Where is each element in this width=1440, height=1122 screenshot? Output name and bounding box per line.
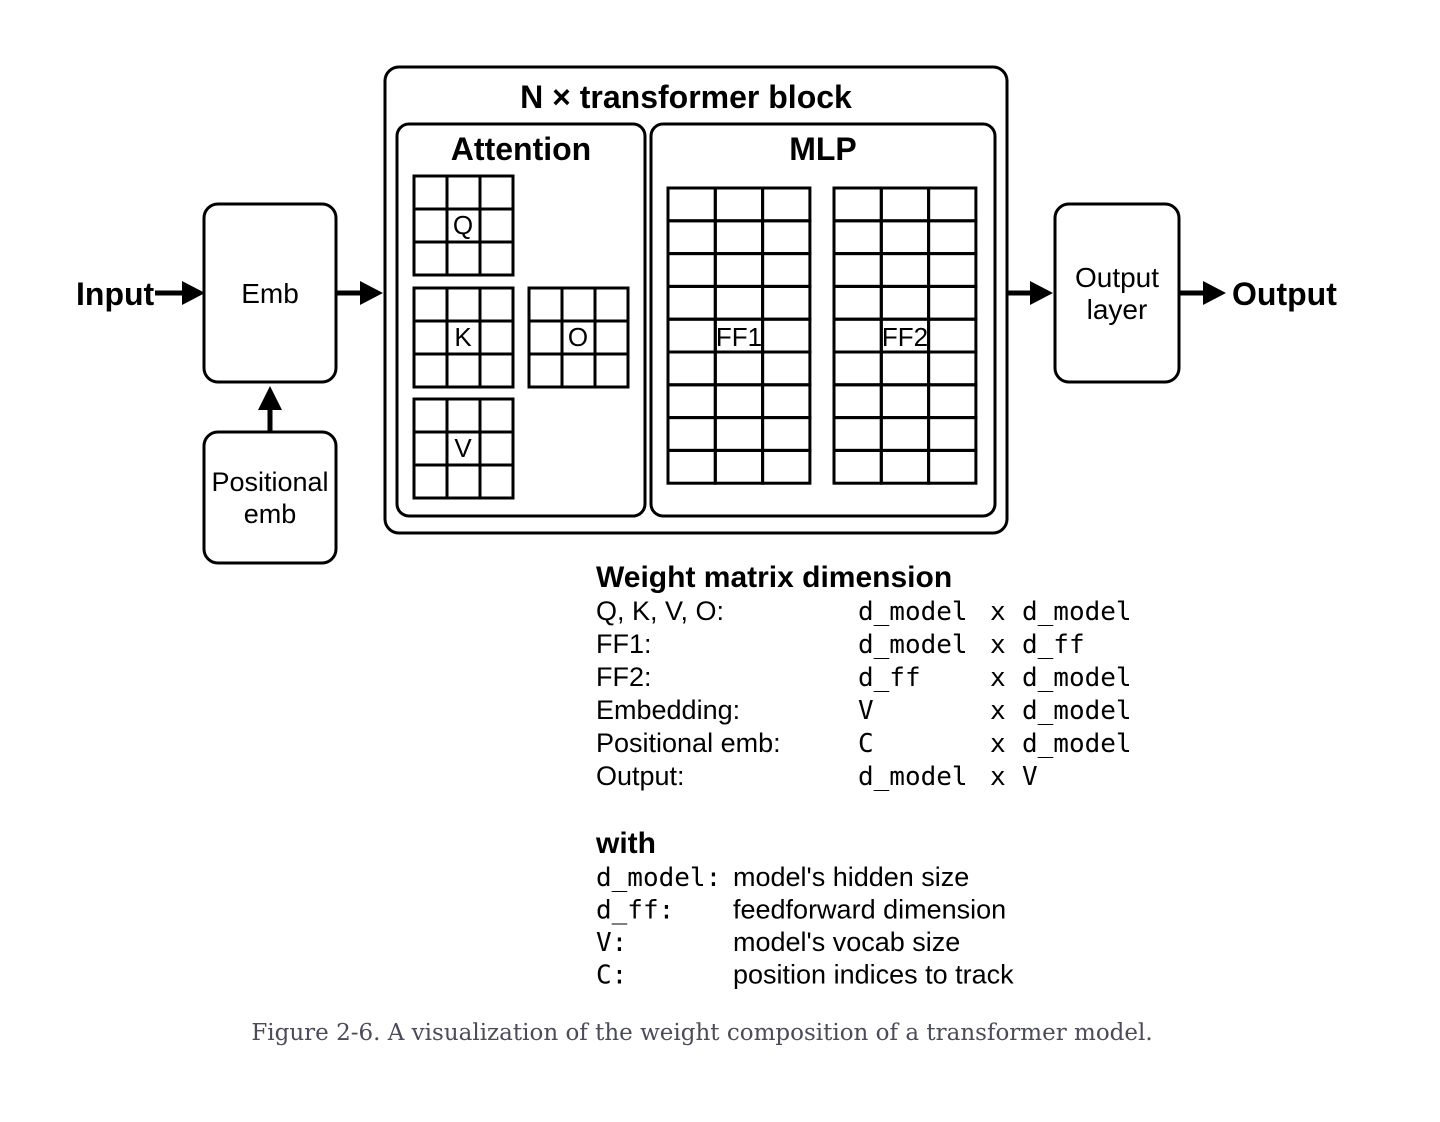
- output-arrowhead: [1203, 281, 1226, 305]
- legend-table: d_model: model's hidden size d_ff: feedforw…: [596, 862, 1014, 991]
- k-label: K: [454, 322, 472, 352]
- matrix-cell: [927, 448, 978, 485]
- matrix-cell: [478, 463, 515, 500]
- emb-label: Emb: [241, 278, 299, 309]
- mlp-title: MLP: [789, 131, 857, 167]
- weights-row-cols-dim: d_model: [1022, 663, 1132, 693]
- weights-row-times: x: [990, 762, 1006, 792]
- positional-emb-label-line2: emb: [244, 499, 297, 529]
- ff1-matrix: [666, 186, 812, 485]
- ff1-label: FF1: [716, 322, 762, 352]
- ff2-label: FF2: [882, 322, 928, 352]
- output-layer-label-line1: Output: [1075, 262, 1159, 293]
- matrix-cell: [761, 448, 812, 485]
- weights-row-name: Embedding:: [596, 695, 740, 725]
- attention-title: Attention: [451, 131, 591, 167]
- legend-meaning: position indices to track: [733, 960, 1014, 990]
- o-matrix: [527, 286, 630, 389]
- weights-row-times: x: [990, 630, 1006, 660]
- weights-row-times: x: [990, 597, 1006, 627]
- legend-meaning: model's vocab size: [733, 927, 960, 957]
- weights-row-cols-dim: d_ff: [1022, 630, 1085, 660]
- ff2-matrix: [832, 186, 978, 485]
- q-matrix: [412, 174, 515, 277]
- figure-caption: Figure 2-6. A visualization of the weigh…: [251, 1020, 1153, 1046]
- legend-symbol: V:: [596, 928, 627, 958]
- legend-symbol: C:: [596, 961, 627, 991]
- weights-row-name: Output:: [596, 761, 685, 791]
- input-arrowhead: [182, 281, 205, 305]
- positional-to-emb-arrowhead: [258, 386, 282, 410]
- weights-title: Weight matrix dimension: [596, 561, 952, 594]
- weights-row-cols-dim: d_model: [1022, 696, 1132, 726]
- weights-row-times: x: [990, 696, 1006, 726]
- matrix-cell: [593, 352, 630, 389]
- output-layer-box: [1053, 202, 1181, 384]
- positional-emb-label-line1: Positional: [211, 467, 328, 497]
- weights-row-name: Q, K, V, O:: [596, 596, 724, 626]
- weights-row-rows-dim: C: [858, 729, 874, 759]
- input-label: Input: [76, 276, 155, 312]
- block-to-output-layer-arrowhead: [1030, 281, 1053, 305]
- weights-row-name: FF1:: [596, 629, 652, 659]
- legend-meaning: model's hidden size: [733, 862, 969, 892]
- legend-meaning: feedforward dimension: [733, 895, 1006, 925]
- emb-to-block-arrowhead: [360, 281, 383, 305]
- weights-row-rows-dim: V: [858, 696, 874, 726]
- legend-symbol: d_ff:: [596, 896, 674, 926]
- attention-block: [395, 122, 647, 518]
- output-layer-label-line2: layer: [1087, 294, 1148, 325]
- legend-symbol: d_model:: [596, 863, 721, 893]
- v-label: V: [454, 433, 472, 463]
- weights-row-rows-dim: d_model: [858, 762, 968, 792]
- weights-row-cols-dim: d_model: [1022, 729, 1132, 759]
- transformer-block-title: N × transformer block: [520, 79, 852, 115]
- weights-row-rows-dim: d_model: [858, 597, 968, 627]
- o-label: O: [568, 322, 588, 352]
- weights-row-cols-dim: d_model: [1022, 597, 1132, 627]
- weights-row-rows-dim: d_ff: [858, 663, 921, 693]
- weights-row-times: x: [990, 663, 1006, 693]
- output-label: Output: [1232, 276, 1337, 312]
- weights-row-times: x: [990, 729, 1006, 759]
- legend-title: with: [595, 827, 656, 860]
- q-label: Q: [453, 210, 473, 240]
- weights-row-rows-dim: d_model: [858, 630, 968, 660]
- k-matrix: [412, 286, 515, 389]
- v-matrix: [412, 397, 515, 500]
- matrix-cell: [478, 240, 515, 277]
- weights-row-cols-dim: V: [1022, 762, 1038, 792]
- positional-emb-box: [202, 430, 338, 565]
- weights-row-name: Positional emb:: [596, 728, 781, 758]
- weights-row-name: FF2:: [596, 662, 652, 692]
- matrix-cell: [478, 352, 515, 389]
